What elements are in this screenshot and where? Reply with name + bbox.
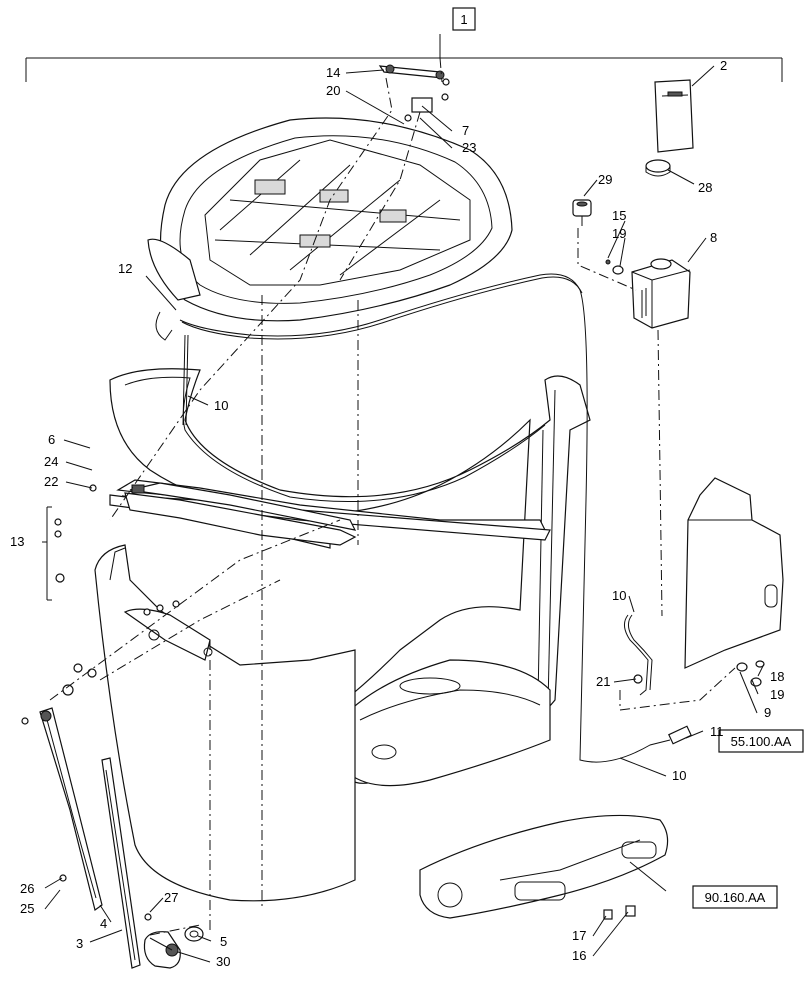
callout-23: 23 bbox=[462, 140, 476, 155]
callout-13: 13 bbox=[10, 534, 24, 549]
leader-lines bbox=[44, 65, 765, 963]
callout-15: 15 bbox=[612, 208, 626, 223]
callout-26: 26 bbox=[20, 881, 34, 896]
assembly-bracket: 1 bbox=[25, 7, 783, 82]
callout-5: 5 bbox=[220, 934, 227, 949]
ref-box-55 bbox=[718, 729, 804, 753]
wiper-arm bbox=[39, 707, 103, 912]
side-panel bbox=[684, 477, 784, 669]
callout-4: 4 bbox=[100, 916, 107, 931]
callout-22: 22 bbox=[44, 474, 58, 489]
wiper-blade bbox=[101, 757, 141, 969]
callout-16: 16 bbox=[572, 948, 586, 963]
washer-pump bbox=[572, 199, 592, 226]
callout-20: 20 bbox=[326, 83, 340, 98]
reference-boxes: 55.100.AA 90.160.AA bbox=[692, 729, 804, 909]
washer-nozzle bbox=[668, 725, 692, 745]
callout-27: 27 bbox=[164, 890, 178, 905]
callout-labels: 2 3 4 5 6 7 8 9 10 10 10 11 12 13 14 15 … bbox=[10, 58, 784, 969]
construction-lines bbox=[49, 57, 736, 936]
callout-19-a: 19 bbox=[612, 226, 626, 241]
callout-3: 3 bbox=[76, 936, 83, 951]
callout-7: 7 bbox=[462, 123, 469, 138]
cover-plate bbox=[124, 484, 357, 546]
ref-55-label: 55.100.AA bbox=[731, 734, 792, 749]
callout-8: 8 bbox=[710, 230, 717, 245]
front-grille bbox=[419, 814, 669, 920]
callout-12: 12 bbox=[118, 261, 132, 276]
callout-6: 6 bbox=[48, 432, 55, 447]
cab-roof bbox=[147, 117, 513, 322]
front-panel bbox=[94, 544, 356, 902]
callout-21: 21 bbox=[596, 674, 610, 689]
callout-24: 24 bbox=[44, 454, 58, 469]
callout-10-a: 10 bbox=[214, 398, 228, 413]
callout-9: 9 bbox=[764, 705, 771, 720]
clip-17 bbox=[603, 909, 613, 920]
callout-10-c: 10 bbox=[672, 768, 686, 783]
assembly-number-box bbox=[452, 7, 476, 31]
callout-17: 17 bbox=[572, 928, 586, 943]
cab-frame bbox=[109, 368, 591, 787]
ref-90-label: 90.160.AA bbox=[705, 890, 766, 905]
callout-11: 11 bbox=[710, 724, 724, 739]
callout-18: 18 bbox=[770, 669, 784, 684]
callout-29: 29 bbox=[598, 172, 612, 187]
clip-16 bbox=[625, 905, 636, 917]
assembly-number: 1 bbox=[460, 12, 467, 27]
fasteners bbox=[21, 78, 643, 921]
reservoir-cap bbox=[645, 159, 671, 177]
callout-19-b: 19 bbox=[770, 687, 784, 702]
callout-28: 28 bbox=[698, 180, 712, 195]
bracket-13 bbox=[42, 506, 52, 601]
washer-hoses bbox=[155, 273, 671, 763]
callout-14: 14 bbox=[326, 65, 340, 80]
callout-2: 2 bbox=[720, 58, 727, 73]
callout-10-b: 10 bbox=[612, 588, 626, 603]
callout-25: 25 bbox=[20, 901, 34, 916]
operator-manual bbox=[654, 79, 694, 153]
ref-box-90 bbox=[692, 885, 778, 909]
wiper-motor bbox=[143, 931, 181, 969]
grommet bbox=[184, 926, 204, 942]
washer-reservoir bbox=[631, 258, 691, 329]
callout-30: 30 bbox=[216, 954, 230, 969]
rear-wiper-link bbox=[378, 64, 445, 113]
